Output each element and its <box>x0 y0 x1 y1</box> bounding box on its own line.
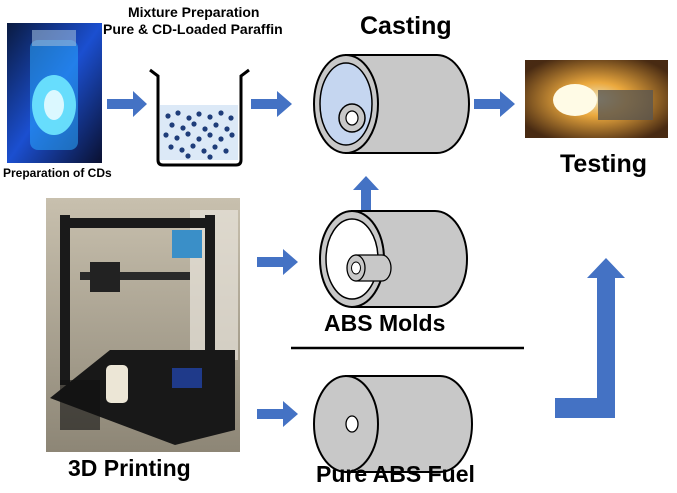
beaker <box>149 68 250 167</box>
abs-molds-label: ABS Molds <box>324 310 446 336</box>
3d-printing-label: 3D Printing <box>68 455 191 481</box>
arrow-mold-up-to-casting <box>353 176 379 210</box>
pure-abs-fuel-label: Pure ABS Fuel <box>316 461 475 487</box>
abs-mold-cylinder <box>319 210 468 308</box>
arrow-beaker-to-casting <box>251 91 292 117</box>
casting-cylinder <box>313 54 470 154</box>
mixture-preparation-title: Mixture Preparation <box>128 4 260 20</box>
arrow-casting-to-testing <box>474 91 515 117</box>
arrow-printer-to-fuel <box>257 401 298 427</box>
testing-label: Testing <box>560 150 648 178</box>
casting-label: Casting <box>360 12 452 40</box>
arrows <box>107 91 625 427</box>
arrow-fuel-to-testing <box>555 258 625 418</box>
pure-abs-fuel-cylinder <box>313 375 473 473</box>
cd-vial-photo <box>7 23 102 163</box>
preparation-of-cds-label: Preparation of CDs <box>3 166 112 180</box>
printer-photo <box>46 198 240 452</box>
arrow-printer-to-mold <box>257 249 298 275</box>
mixture-preparation-subtitle: Pure & CD-Loaded Paraffin <box>103 21 283 37</box>
flame-photo <box>525 60 668 138</box>
cd-particles <box>163 110 235 160</box>
arrow-vial-to-beaker <box>107 91 147 117</box>
